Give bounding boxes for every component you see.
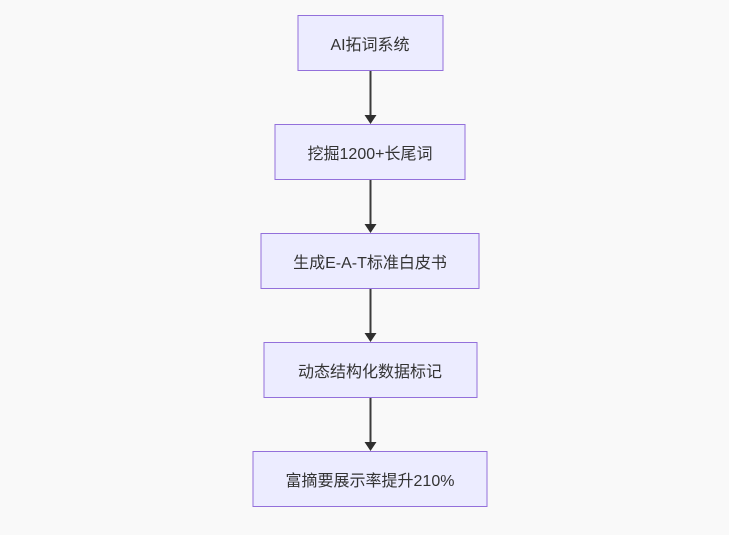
flow-node-label: 动态结构化数据标记 [297,364,442,381]
flow-node-label: 富摘要展示率提升210% [285,473,455,490]
flow-node-label: 生成E-A-T标准白皮书 [293,255,447,272]
flow-node-label: 挖掘1200+长尾词 [307,146,433,163]
flow-arrow-2 [364,180,376,233]
flow-node-ai-word-expansion: AI拓词系统 [297,15,443,71]
arrow-down-head-icon [364,224,376,233]
flowchart: AI拓词系统 挖掘1200+长尾词 生成E-A-T标准白皮书 动态结构化数据标记… [252,15,488,507]
arrow-shaft [369,289,371,333]
arrow-shaft [369,71,371,115]
flow-node-eat-whitepaper: 生成E-A-T标准白皮书 [260,233,480,289]
flow-arrow-3 [364,289,376,342]
flow-arrow-4 [364,398,376,451]
flow-node-longtail-mining: 挖掘1200+长尾词 [274,124,466,180]
flow-node-label: AI拓词系统 [330,37,410,54]
flow-node-structured-data-markup: 动态结构化数据标记 [263,342,477,398]
arrow-down-head-icon [364,115,376,124]
arrow-down-head-icon [364,442,376,451]
arrow-shaft [369,180,371,224]
flow-node-rich-snippet-rate: 富摘要展示率提升210% [252,451,488,507]
arrow-shaft [369,398,371,442]
arrow-down-head-icon [364,333,376,342]
flow-arrow-1 [364,71,376,124]
